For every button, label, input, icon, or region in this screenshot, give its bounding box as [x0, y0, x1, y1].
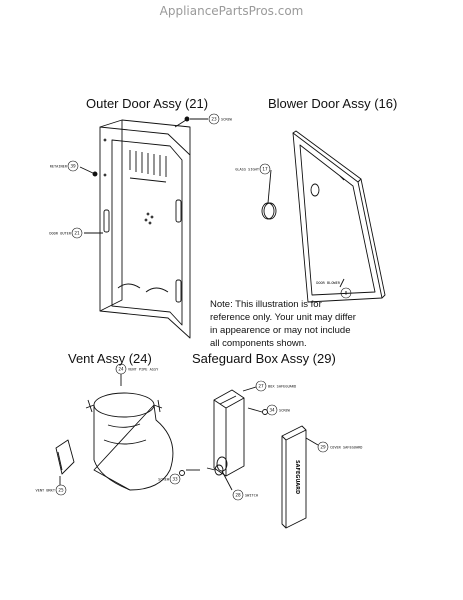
svg-text:RETAINER: RETAINER — [50, 165, 68, 169]
svg-text:28: 28 — [235, 493, 241, 498]
callout-vent-pipe: 24 VENT PIPE ASSY — [115, 363, 159, 375]
svg-text:8: 8 — [345, 291, 348, 296]
svg-text:GLASS SIGHT: GLASS SIGHT — [235, 168, 260, 172]
svg-text:BOX SAFEGUARD: BOX SAFEGUARD — [268, 385, 296, 389]
blower-door-assy-title: Blower Door Assy (16) — [268, 96, 398, 111]
svg-text:33: 33 — [172, 477, 178, 482]
svg-text:DOOR OUTER: DOOR OUTER — [49, 232, 71, 236]
svg-text:SCREW: SCREW — [279, 409, 291, 413]
svg-text:29: 29 — [320, 445, 326, 450]
callout-switch: 28 SWITCH — [232, 489, 258, 501]
outer-door-illustration — [99, 119, 191, 339]
callout-box-safeguard: 27 BOX SAFEGUARD — [255, 380, 296, 392]
svg-text:24: 24 — [118, 367, 124, 372]
svg-text:SWITCH: SWITCH — [245, 494, 258, 498]
svg-text:21: 21 — [74, 231, 80, 236]
svg-text:DOOR BLOWER: DOOR BLOWER — [316, 281, 341, 285]
safeguard-cover-text: SAFEGUARD — [294, 460, 300, 494]
svg-text:COVER SAFEGUARD: COVER SAFEGUARD — [330, 446, 362, 450]
callout-screw-c: 33 SCREW — [158, 473, 181, 485]
callout-cover-safeguard: 29 COVER SAFEGUARD — [317, 441, 362, 453]
callout-screw: 23 SCREW — [208, 113, 233, 125]
blower-door-illustration — [261, 130, 386, 303]
callout-door-blower: 8 DOOR BLOWER — [316, 281, 352, 299]
svg-text:23: 23 — [211, 117, 217, 122]
svg-text:34: 34 — [269, 408, 275, 413]
svg-text:VENT PIPE ASSY: VENT PIPE ASSY — [128, 368, 159, 372]
vent-assy-illustration — [55, 392, 174, 491]
reference-note: Note: This illustration is for reference… — [210, 299, 356, 349]
svg-text:39: 39 — [70, 164, 76, 169]
callout-door-outer: 21 DOOR OUTER — [49, 227, 83, 239]
svg-text:VENT BRKT: VENT BRKT — [36, 489, 56, 493]
callout-screw-b: 34 SCREW — [266, 404, 291, 416]
callout-vent-bracket: 25 VENT BRKT — [36, 484, 67, 496]
vent-assy-title: Vent Assy (24) — [68, 351, 152, 366]
svg-text:17: 17 — [262, 167, 268, 172]
svg-text:27: 27 — [258, 384, 264, 389]
callout-glass-sight: 17 GLASS SIGHT — [235, 163, 271, 175]
callout-retainer: 39 RETAINER — [50, 160, 79, 172]
screw-part — [174, 116, 190, 128]
outer-door-assy-title: Outer Door Assy (21) — [86, 96, 209, 111]
svg-text:SCREW: SCREW — [221, 118, 233, 122]
svg-text:SCREW: SCREW — [158, 478, 170, 482]
watermark: AppliancePartsPros.com — [159, 4, 304, 18]
svg-text:25: 25 — [58, 488, 64, 493]
safeguard-box-illustration — [179, 389, 307, 529]
safeguard-box-assy-title: Safeguard Box Assy (29) — [192, 351, 336, 366]
